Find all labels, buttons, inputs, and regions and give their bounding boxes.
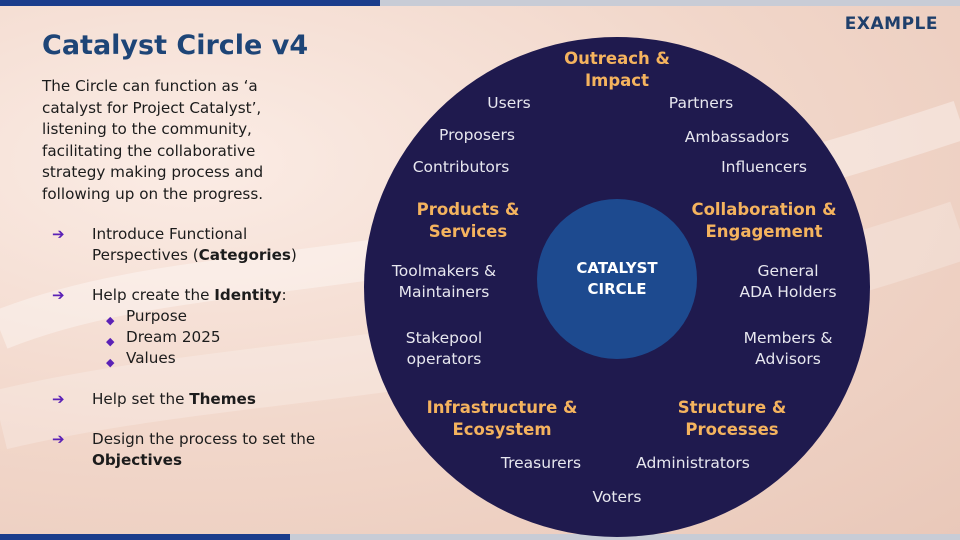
category-structure: Structure &Processes — [677, 398, 787, 439]
intro-paragraph: The Circle can function as ‘a catalyst f… — [42, 77, 264, 203]
arrow-right-icon: ➔ — [52, 389, 65, 408]
bullet-list: ➔ Introduce Functional Perspectives (Cat… — [52, 224, 342, 490]
top-grey-bar — [380, 0, 960, 6]
stakeholder-partners: Partners — [668, 94, 734, 112]
arrow-right-icon: ➔ — [52, 225, 65, 243]
stakeholder-influencers: Influencers — [721, 158, 807, 176]
example-tag: EXAMPLE — [844, 14, 938, 34]
center-label-line2: CIRCLE — [587, 280, 647, 298]
bullet-item: ➔ Introduce Functional Perspectives (Cat… — [52, 225, 297, 264]
arrow-right-icon: ➔ — [52, 430, 65, 448]
center-circle: CATALYST CIRCLE — [537, 199, 697, 359]
stakeholder-administrators: Administrators — [636, 454, 750, 472]
diamond-icon: ◆ — [106, 355, 115, 369]
stakeholder-treasurers: Treasurers — [500, 454, 582, 472]
bullet-item: ➔ Help set the Themes — [52, 389, 256, 408]
sub-bullet-item: ◆Purpose — [92, 306, 342, 327]
bottom-accent-bar — [0, 534, 290, 540]
bullet-item: ➔ Help create the Identity: ◆Purpose ◆Dr… — [52, 285, 342, 369]
stakeholder-users: Users — [487, 94, 531, 112]
arrow-right-icon: ➔ — [52, 286, 65, 304]
bullet-item: ➔ Design the process to set the Objectiv… — [52, 430, 316, 469]
stakeholder-contributors: Contributors — [412, 158, 510, 176]
stakeholder-ambassadors: Ambassadors — [684, 128, 790, 146]
diamond-icon: ◆ — [106, 334, 115, 348]
catalyst-circle-diagram: CATALYST CIRCLE Outreach &Impact Products… — [364, 37, 870, 537]
sub-bullet-list: ◆Purpose ◆Dream 2025 ◆Values — [92, 306, 342, 369]
stakeholder-members: Members &Advisors — [743, 329, 833, 368]
stakeholder-toolmakers: Toolmakers &Maintainers — [391, 262, 497, 301]
stakeholder-voters: Voters — [592, 488, 642, 506]
center-label-line1: CATALYST — [576, 259, 658, 277]
category-products: Products &Services — [416, 200, 520, 241]
sub-bullet-item: ◆Dream 2025 — [92, 327, 342, 348]
category-collaboration: Collaboration &Engagement — [691, 200, 837, 241]
category-infrastructure: Infrastructure &Ecosystem — [426, 398, 578, 439]
slide-title: Catalyst Circle v4 — [42, 30, 309, 61]
top-accent-bar — [0, 0, 380, 6]
sub-bullet-item: ◆Values — [92, 348, 342, 369]
stakeholder-proposers: Proposers — [439, 126, 515, 144]
category-outreach: Outreach &Impact — [564, 49, 670, 90]
bottom-grey-bar — [290, 534, 960, 540]
diamond-icon: ◆ — [106, 313, 115, 327]
